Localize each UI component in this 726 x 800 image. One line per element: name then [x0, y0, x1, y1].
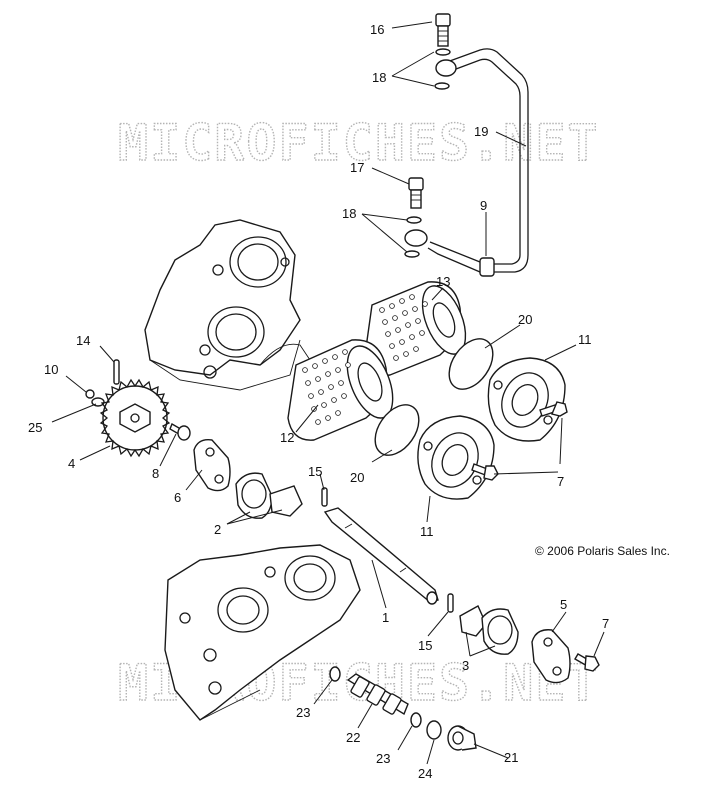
callout-14: 14 — [76, 333, 90, 348]
o-ring-24 — [426, 720, 442, 740]
callout-16: 16 — [370, 22, 384, 37]
oil-filter-13 — [364, 281, 467, 377]
callout-1: 1 — [382, 610, 389, 625]
callout-23-lower: 23 — [376, 751, 390, 766]
bolt-8 — [169, 422, 191, 441]
filter-cover-11-lower — [417, 415, 495, 500]
callout-8: 8 — [152, 466, 159, 481]
callout-7-lower: 7 — [602, 616, 609, 631]
callout-24: 24 — [418, 766, 432, 781]
oil-filter-12 — [287, 339, 394, 441]
callout-19: 19 — [474, 124, 488, 139]
callout-4: 4 — [68, 456, 75, 471]
pin-14 — [113, 359, 120, 385]
drain-plug-21 — [447, 725, 477, 751]
callout-labels: 16 18 19 17 18 9 13 20 11 14 10 25 12 4 … — [28, 22, 670, 781]
callout-6: 6 — [174, 490, 181, 505]
banjo-fitting-lower — [404, 177, 428, 258]
callout-20-lower: 20 — [350, 470, 364, 485]
callout-7-middle: 7 — [557, 474, 564, 489]
pump-shaft-1 — [323, 507, 439, 605]
oil-line — [427, 48, 529, 277]
callout-18-lower: 18 — [342, 206, 356, 221]
callout-17: 17 — [350, 160, 364, 175]
leader-lines — [51, 21, 605, 765]
o-ring-23-lower — [410, 712, 422, 728]
plate-5 — [531, 629, 571, 684]
callout-13: 13 — [436, 274, 450, 289]
callout-10: 10 — [44, 362, 58, 377]
copyright-notice: © 2006 Polaris Sales Inc. — [535, 544, 670, 558]
callout-11-lower: 11 — [420, 524, 434, 539]
callout-22: 22 — [346, 730, 360, 745]
plate-6 — [193, 439, 231, 492]
clip-10 — [85, 389, 95, 399]
screw-7-lower — [574, 653, 600, 672]
callout-2: 2 — [214, 522, 221, 537]
callout-25: 25 — [28, 420, 42, 435]
callout-11-upper: 11 — [578, 332, 592, 347]
callout-15-lower: 15 — [418, 638, 432, 653]
filter-cover-11-upper — [487, 357, 566, 442]
banjo-fitting-top — [434, 13, 457, 90]
o-ring-20-lower — [374, 404, 420, 456]
upper-engine-case — [144, 219, 311, 391]
lower-engine-case — [164, 544, 361, 721]
screw-7-upper — [539, 401, 568, 417]
screw-7-middle — [471, 463, 499, 481]
pump-rotor-housing-3 — [459, 605, 519, 655]
pin-15-lower — [447, 593, 454, 613]
pin-15-upper — [321, 487, 328, 507]
callout-18-top: 18 — [372, 70, 386, 85]
callout-9: 9 — [480, 198, 487, 213]
callout-23-upper: 23 — [296, 705, 310, 720]
callout-15-upper: 15 — [308, 464, 322, 479]
watermark-top: MICROFICHES.NET — [118, 114, 600, 172]
callout-12: 12 — [280, 430, 294, 445]
callout-3: 3 — [462, 658, 469, 673]
callout-20-upper: 20 — [518, 312, 532, 327]
o-ring-23-upper — [329, 666, 341, 682]
callout-21: 21 — [504, 750, 518, 765]
o-ring-20-upper — [448, 338, 494, 390]
callout-5: 5 — [560, 597, 567, 612]
sprocket-4 — [99, 378, 171, 458]
pump-rotor-housing-2 — [235, 472, 303, 519]
oil-screen-22 — [346, 673, 409, 716]
